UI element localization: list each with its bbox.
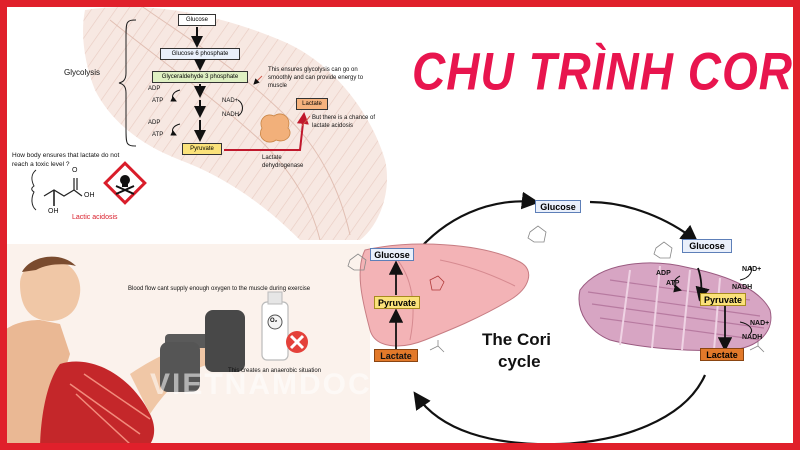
note-acidosis-line-1: But there is a chance of [312,115,376,121]
glycolysis-step-glyceraldehyde-3-phosphate: Glyceraldehyde 3 phosphate [152,71,248,83]
adp-label-2: ADP [148,120,161,126]
muscle-pyruvate-box: Pyruvate [700,293,746,306]
watermark: VIETNAMDOC.EDU.VN [150,368,508,401]
muscle-glucose-box: Glucose [682,239,732,253]
liver-glucose-box: Glucose [370,248,414,261]
weightlifter-illustration [0,244,370,450]
nadh-label: NADH [222,112,240,118]
blood-glucose-box: Glucose [535,200,581,213]
glycolysis-step-glucose: Glucose [178,14,216,26]
exercise-panel: Blood flow cant supply enough oxygen to … [0,244,370,450]
glycolysis-lactate-box: Lactate [296,98,328,110]
liver-pyruvate-box: Pyruvate [374,296,420,309]
muscle-lactate-box: Lactate [700,348,744,361]
glycolysis-bracket [118,19,137,147]
toxic-question: How body ensures that lactate do not rea… [12,151,119,169]
atp-label-1: ATP [152,98,164,104]
molecule-oh-label-2: OH [48,208,59,215]
molecule-oh-label-1: OH [84,192,95,199]
cori-cycle-label-line-2: cycle [498,352,541,371]
glycolysis-panel: Glycolysis Glucose Glucose 6 phosphate G… [0,0,400,240]
cori-cycle-graphics [347,191,772,446]
cori-cycle-panel: Glucose Glucose Pyruvate Lactate Glucose… [330,180,800,450]
question-line-1: How body ensures that lactate do not [12,152,120,159]
exercise-caption-top: Blood flow cant supply enough oxygen to … [128,286,311,292]
enzyme-label-line-2: dehydrogenase [262,163,304,169]
toxic-hazard-icon [103,161,147,205]
muscle-sketch-background [83,4,388,240]
glycolysis-note-energy: This ensures glycolysis can go on smooth… [268,66,363,90]
lactic-acidosis-label: Lactic acidosis [72,214,118,221]
muscle-adp-label: ADP [656,270,671,277]
glycolysis-label: Glycolysis [64,68,101,77]
enzyme-label-line-1: Lactate [262,155,282,161]
liver-lactate-box: Lactate [374,349,418,362]
muscle-nadh-label-1: NADH [732,284,753,291]
glycolysis-note-acidosis: But there is a chance of lactate acidosi… [312,114,375,130]
exercise-caption-bottom: This creates an anaerobic situation [228,368,322,374]
question-line-2: reach a toxic level ? [12,161,70,168]
glycolysis-arrows [170,27,311,151]
o2-bottle-label: O₂ [270,318,278,324]
atp-label-2: ATP [152,132,164,138]
page-title: CHU TRÌNH CORI [412,41,800,101]
note-energy-line-1: This ensures glycolysis can go on [268,67,358,73]
cori-cycle-label-line-1: The Cori [482,330,551,349]
muscle-atp-label: ATP [666,280,680,287]
glycolysis-step-pyruvate: Pyruvate [182,143,222,155]
muscle-nad-plus-label-1: NAD+ [742,266,762,273]
note-energy-line-2: smoothly and can provide energy to [268,75,364,81]
note-energy-line-3: muscle [268,83,288,89]
molecule-o-label: O [72,167,78,174]
note-acidosis-line-2: lactate acidosis [312,123,354,129]
enzyme-label: Lactate dehydrogenase [262,154,303,170]
adp-label-1: ADP [148,86,161,92]
nad-plus-label: NAD+ [222,98,239,104]
muscle-nadh-label-2: NADH [742,334,763,341]
lactic-acid-structure [31,169,83,211]
muscle-nad-plus-label-2: NAD+ [750,320,770,327]
